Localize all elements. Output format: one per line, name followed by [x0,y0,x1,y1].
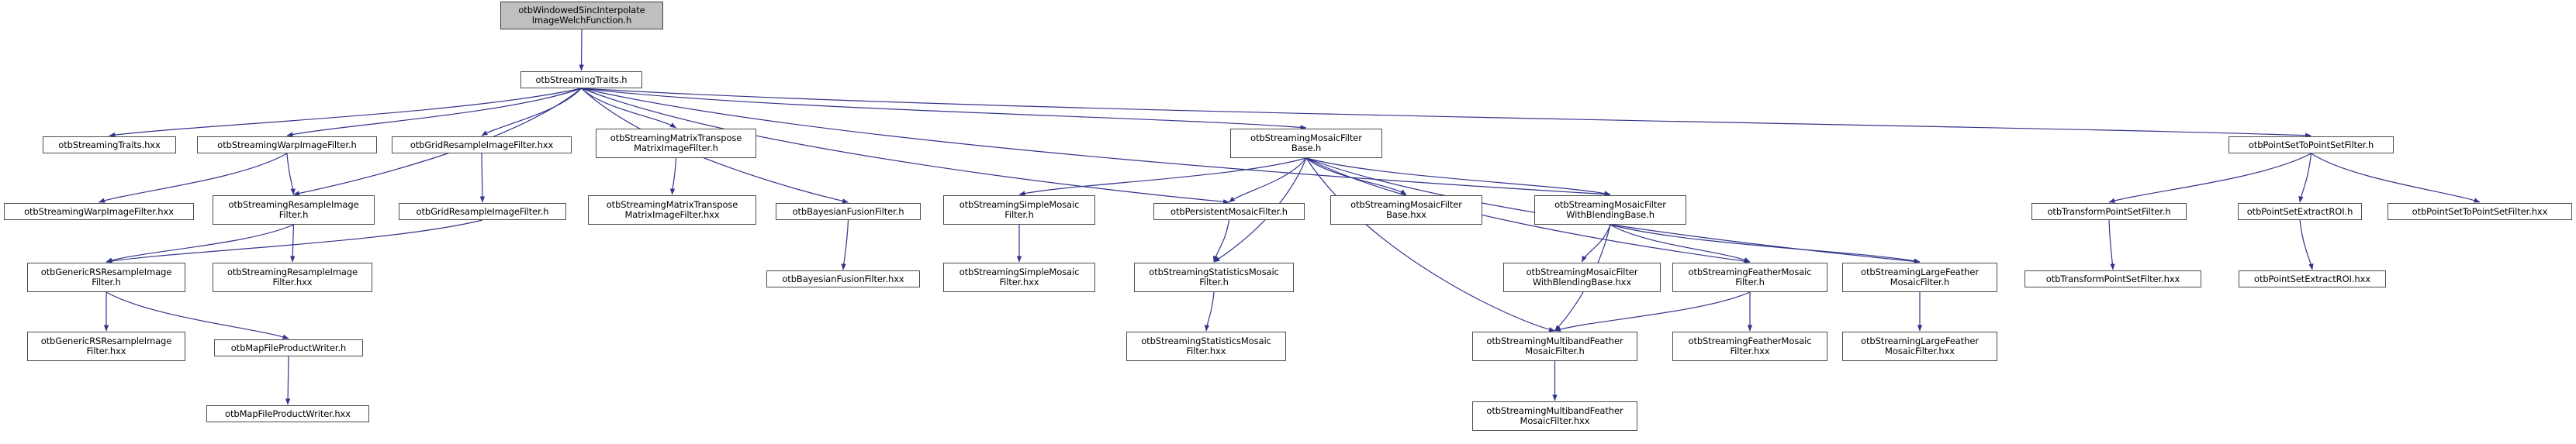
graph-node[interactable]: otbStreamingLargeFeather MosaicFilter.hx… [1842,332,1997,361]
graph-edge [1581,224,1611,263]
graph-edge [481,88,582,136]
graph-node[interactable]: otbGenericRSResampleImage Filter.hxx [27,332,185,361]
graph-edge [293,88,582,196]
graph-edge [581,88,1611,197]
graph-edge [286,153,296,195]
graph-node[interactable]: otbStreamingStatisticsMosaic Filter.h [1134,263,1294,292]
graph-node-root[interactable]: otbWindowedSincInterpolate ImageWelchFun… [500,2,663,29]
graph-edge [581,88,849,204]
graph-edge [290,224,296,263]
graph-node[interactable]: otbStreamingWarpImageFilter.h [197,136,377,153]
graph-node[interactable]: otbStreamingMosaicFilter WithBlendingBas… [1503,263,1661,292]
graph-node[interactable]: otbStreamingResampleImage Filter.h [213,195,375,225]
graph-edge [2298,153,2312,203]
graph-node[interactable]: otbStreamingTraits.h [520,71,642,88]
graph-edge [669,157,677,195]
graph-edge [109,88,582,138]
graph-node[interactable]: otbGridResampleImageFilter.h [399,203,566,220]
graph-edge [1305,157,1555,332]
graph-edge [1554,291,1751,332]
graph-node[interactable]: otbStreamingTraits.hxx [43,136,176,153]
graph-node[interactable]: otbPointSetExtractROI.h [2238,203,2362,220]
graph-edge [579,29,584,71]
graph-node[interactable]: otbPointSetExtractROI.hxx [2239,270,2386,287]
graph-edge [1213,157,1307,263]
graph-node[interactable]: otbStreamingFeatherMosaic Filter.h [1672,263,1827,292]
graph-edge [1610,224,1751,263]
graph-node[interactable]: otbStreamingMultibandFeather MosaicFilte… [1472,332,1637,361]
graph-edge [1554,224,1611,332]
graph-edge [1305,157,1921,264]
graph-edge [285,356,291,405]
graph-edge [1610,224,1921,263]
graph-node[interactable]: otbPointSetToPointSetFilter.hxx [2388,203,2572,220]
graph-edge [1229,157,1307,203]
graph-edge [105,219,483,263]
graph-edge [1212,219,1230,263]
graph-edge [286,88,582,137]
graph-edge [581,88,676,129]
graph-edge [1305,157,1751,264]
graph-edge [2108,219,2115,270]
graph-node[interactable]: otbGridResampleImageFilter.hxx [392,136,572,153]
graph-node[interactable]: otbStreamingResampleImage Filter.hxx [213,263,372,292]
graph-node[interactable]: otbBayesianFusionFilter.h [776,203,921,220]
graph-edge [581,88,1307,130]
graph-node[interactable]: otbStreamingMatrixTranspose MatrixImageF… [596,129,756,158]
graph-edge [105,291,289,339]
graph-node[interactable]: otbStreamingMosaicFilter Base.h [1230,129,1382,158]
graph-node[interactable]: otbPersistentMosaicFilter.h [1153,203,1305,220]
graph-node[interactable]: otbBayesianFusionFilter.hxx [766,270,920,287]
graph-node[interactable]: otbStreamingSimpleMosaic Filter.h [943,195,1095,225]
graph-node[interactable]: otbMapFileProductWriter.hxx [206,405,369,422]
graph-node[interactable]: otbStreamingSimpleMosaic Filter.hxx [943,263,1095,292]
graph-node[interactable]: otbStreamingStatisticsMosaic Filter.hxx [1126,332,1286,361]
graph-node[interactable]: otbStreamingMosaicFilter Base.hxx [1330,195,1482,225]
graph-node[interactable]: otbStreamingMosaicFilter WithBlendingBas… [1534,195,1686,225]
graph-node[interactable]: otbStreamingFeatherMosaic Filter.hxx [1672,332,1827,361]
graph-node[interactable]: otbTransformPointSetFilter.hxx [2024,270,2201,287]
graph-edge [105,224,294,263]
graph-node[interactable]: otbMapFileProductWriter.h [214,339,363,356]
graph-edge [2108,153,2311,203]
graph-edge [1204,291,1215,332]
graph-node[interactable]: otbPointSetToPointSetFilter.h [2228,136,2394,153]
graph-edge [581,88,1229,205]
graph-node[interactable]: otbTransformPointSetFilter.h [2031,203,2187,220]
graph-edge [1018,157,1307,196]
graph-node[interactable]: otbStreamingMatrixTranspose MatrixImageF… [588,195,756,225]
graph-edge [2299,219,2314,270]
graph-edge [2311,153,2481,203]
graph-edge [581,88,2311,138]
graph-node[interactable]: otbStreamingMultibandFeather MosaicFilte… [1472,401,1637,431]
graph-edge [99,153,288,203]
graph-node[interactable]: otbStreamingLargeFeather MosaicFilter.h [1842,263,1997,292]
graph-edge [1305,157,1611,196]
graph-node[interactable]: otbStreamingWarpImageFilter.hxx [4,203,194,220]
graph-edge [841,219,849,270]
graph-node[interactable]: otbGenericRSResampleImage Filter.h [27,263,185,292]
graph-edge [1305,157,1407,195]
